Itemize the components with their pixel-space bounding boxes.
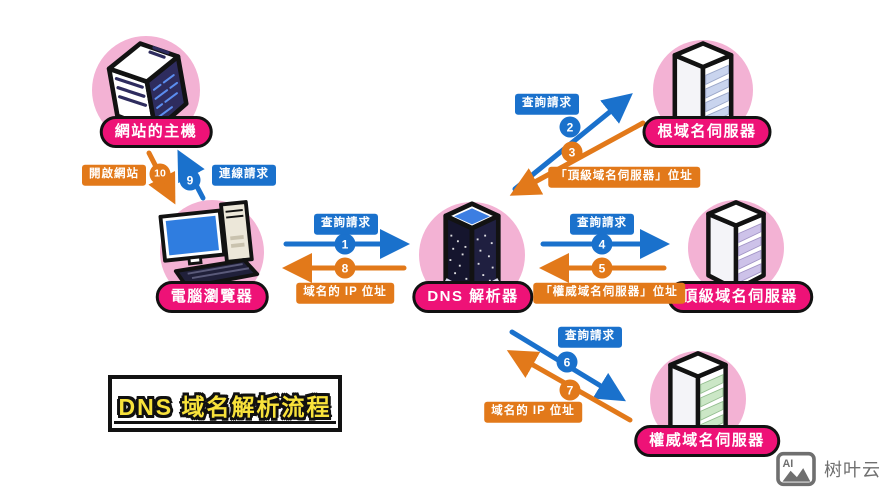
title-underline [114, 421, 336, 424]
step-badge-7: 7 [559, 379, 581, 401]
step-badge-5: 5 [591, 257, 613, 279]
tag-connect-request: 連線請求 [212, 164, 276, 186]
watermark-text: 树叶云 [824, 460, 881, 480]
tag-query-request-2: 查詢請求 [515, 93, 579, 115]
tag-query-request-6: 查詢請求 [558, 326, 622, 348]
svg-text:AI: AI [783, 458, 794, 470]
browser-label: 電腦瀏覽器 [155, 281, 269, 313]
ai-image-icon: AI [776, 451, 816, 487]
tag-query-request-1: 查詢請求 [314, 213, 378, 235]
watermark: AI 树叶云 [775, 451, 881, 487]
root-label: 根域名伺服器 [642, 116, 772, 148]
title-plate: DNS 域名解析流程 [108, 375, 342, 432]
host-label: 網站的主機 [99, 116, 213, 148]
arrow-step-3 [509, 120, 646, 196]
step-badge-9: 9 [179, 169, 201, 191]
cube-server-icon [106, 41, 189, 133]
step-badge-10: 10 [149, 163, 171, 185]
step-badge-8: 8 [334, 257, 356, 279]
tag-auth-address: 「權威域名伺服器」位址 [533, 282, 685, 304]
tag-ip-address-8: 域名的 IP 位址 [296, 282, 394, 304]
desktop-computer-icon [158, 200, 260, 290]
step-badge-6: 6 [556, 351, 578, 373]
step-badge-3: 3 [561, 141, 583, 163]
tld-label: 頂級域名伺服器 [667, 281, 813, 313]
auth-label: 權威域名伺服器 [634, 425, 780, 457]
step-badge-2: 2 [559, 116, 581, 138]
rack-server-icon [668, 351, 728, 443]
tag-open-website: 開啟網站 [82, 164, 146, 186]
tag-query-request-4: 查詢請求 [570, 213, 634, 235]
tag-tld-address: 「頂級域名伺服器」位址 [548, 166, 700, 188]
tag-ip-address-7: 域名的 IP 位址 [484, 401, 582, 423]
dark-tower-server-icon [443, 201, 501, 301]
rack-server-icon [706, 200, 766, 292]
dns-label: DNS 解析器 [412, 281, 534, 313]
step-badge-4: 4 [591, 233, 613, 255]
page-title: DNS 域名解析流程 [118, 394, 332, 420]
rack-server-icon [672, 41, 734, 135]
step-badge-1: 1 [334, 233, 356, 255]
